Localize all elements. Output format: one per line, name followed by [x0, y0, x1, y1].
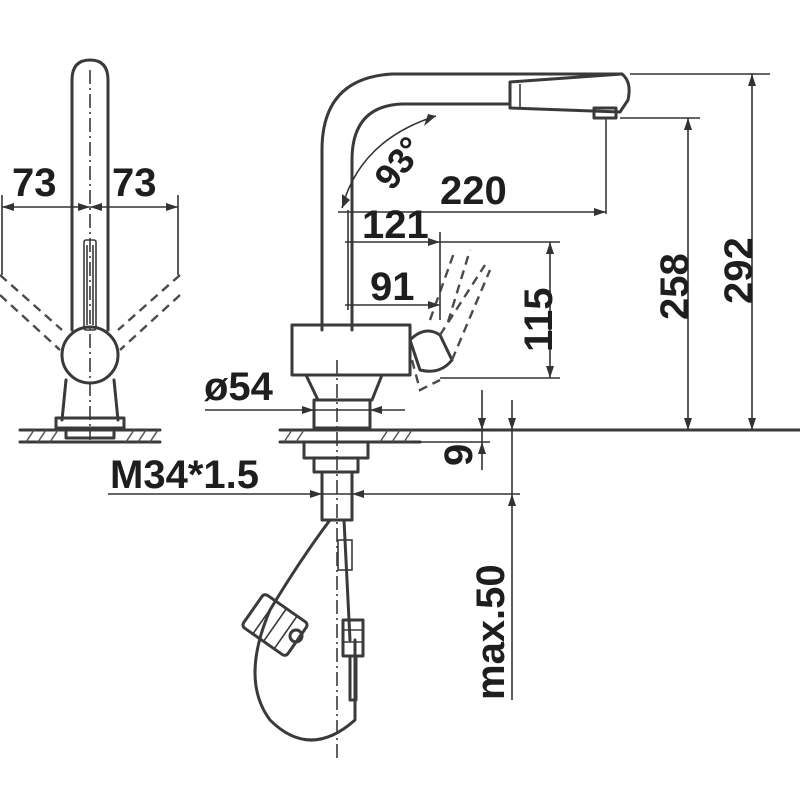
mounting-washer	[312, 456, 360, 474]
front-swing-right-lower	[119, 294, 181, 351]
lever-swing-3	[410, 359, 441, 392]
dim-spout-height: 258	[653, 253, 697, 320]
pull-out-hose	[253, 518, 357, 742]
dim-deck-thickness: 9	[437, 444, 481, 466]
front-swing-left-lower	[0, 294, 61, 351]
lever-body	[290, 323, 412, 377]
supply-hose	[342, 518, 352, 642]
front-lever-ball	[60, 325, 120, 385]
dim-side-right: 73	[112, 161, 157, 205]
spray-nozzle	[592, 106, 618, 120]
lever-swing-1	[438, 264, 492, 361]
hose-clip	[337, 539, 353, 571]
mounting-nut	[302, 440, 370, 460]
spout-inner	[350, 102, 512, 332]
dim-max-thickness: max.50	[469, 564, 513, 700]
front-swing-right-upper	[117, 274, 181, 331]
front-neck	[60, 378, 120, 422]
lever-handle	[408, 329, 454, 373]
body-neck	[304, 373, 384, 402]
front-spout-outline	[70, 58, 110, 332]
hose-connector	[341, 618, 365, 658]
threaded-shank	[320, 470, 354, 522]
hose-tail	[348, 654, 358, 702]
dim-side-left: 73	[12, 161, 57, 205]
front-base-foot	[64, 426, 116, 440]
dim-angle: 93°	[366, 129, 432, 197]
hose-weight	[241, 593, 309, 657]
lever-swing-2	[428, 249, 472, 323]
dim-lever-height: 115	[517, 287, 561, 352]
front-handle-slot	[83, 239, 97, 331]
dim-total-height: 292	[717, 237, 761, 304]
dim-thread: M34*1.5	[110, 453, 259, 497]
spray-head	[508, 72, 631, 114]
front-swing-left-upper	[0, 274, 63, 331]
spout-outer	[320, 72, 624, 332]
side-view	[108, 72, 800, 760]
front-view	[0, 58, 181, 444]
angle-arc	[341, 115, 437, 209]
dim-lever-offset: 121	[362, 203, 429, 247]
dim-base-offset: 91	[370, 265, 415, 309]
dim-reach: 220	[440, 169, 507, 213]
dim-base-diameter: ø54	[204, 365, 274, 409]
side-deck-hatch	[283, 429, 413, 443]
side-base	[312, 398, 372, 430]
front-deck-hatch	[25, 429, 159, 443]
